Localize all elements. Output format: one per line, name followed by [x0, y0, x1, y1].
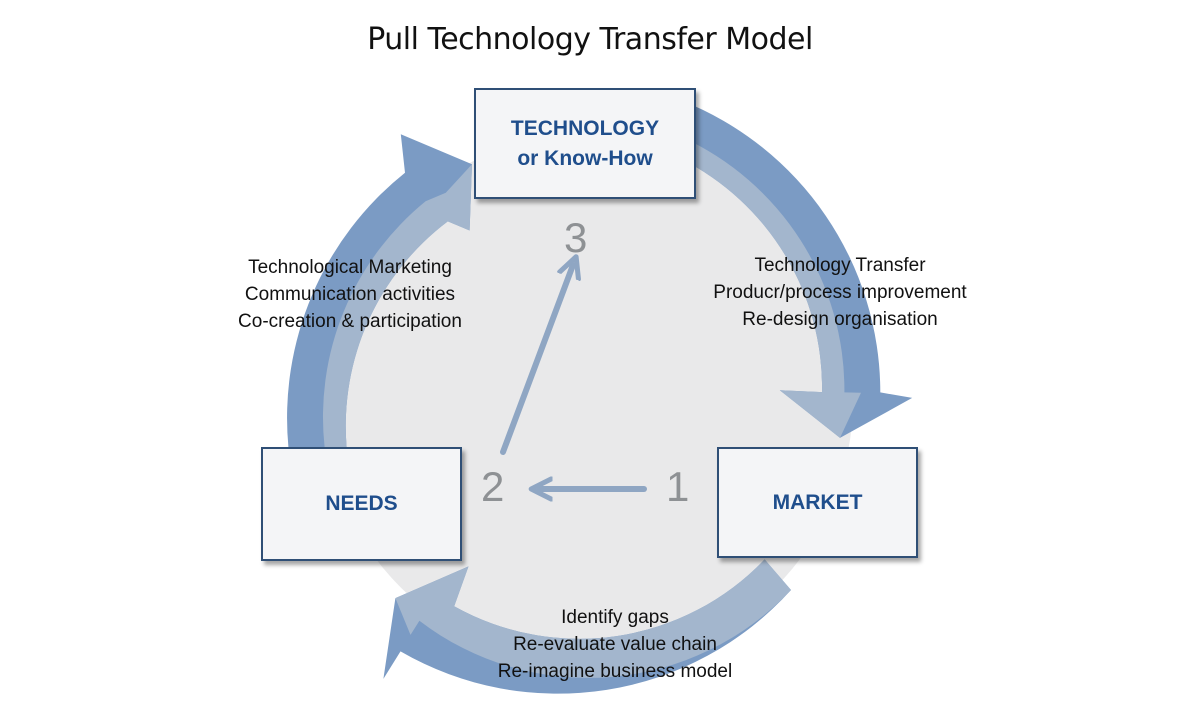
- step-number-1: 1: [666, 463, 690, 510]
- annotation-line: Re-design organisation: [742, 309, 938, 330]
- technology-label: TECHNOLOGY: [510, 116, 660, 140]
- annotation-line: Identify gaps: [561, 607, 669, 628]
- cycle-arrow-needs-to-technology: [287, 134, 472, 448]
- needs-node: NEEDS: [261, 447, 462, 561]
- annotation-line: Communication activities: [244, 284, 456, 305]
- market-label: MARKET: [772, 490, 863, 514]
- cycle-arrow-technology-to-market: [681, 100, 913, 438]
- technology-sublabel: or Know-How: [517, 146, 653, 170]
- cycle-arrow-market-to-needs: [383, 559, 791, 694]
- annotation-line: Technological Marketing: [248, 257, 452, 278]
- annotation-line: Producr/process improvement: [713, 282, 967, 303]
- step-arrow-2-to-3: [500, 265, 573, 455]
- annotation-left: Technological Marketing Communication ac…: [200, 254, 500, 335]
- annotation-line: Technology Transfer: [754, 255, 926, 276]
- annotation-line: Re-imagine business model: [497, 661, 733, 682]
- annotation-line: Re-evaluate value chain: [513, 634, 717, 655]
- annotation-line: Co-creation & participation: [238, 311, 462, 332]
- needs-label: NEEDS: [325, 492, 398, 515]
- step-number-2: 2: [481, 463, 505, 510]
- annotation-right: Technology Transfer Producr/process impr…: [690, 252, 990, 333]
- market-node: MARKET: [717, 447, 918, 558]
- technology-node: TECHNOLOGY or Know-How: [474, 88, 696, 199]
- step-number-3: 3: [564, 214, 588, 261]
- diagram-title: Pull Technology Transfer Model: [367, 22, 813, 57]
- annotation-bottom: Identify gaps Re-evaluate value chain Re…: [460, 604, 770, 685]
